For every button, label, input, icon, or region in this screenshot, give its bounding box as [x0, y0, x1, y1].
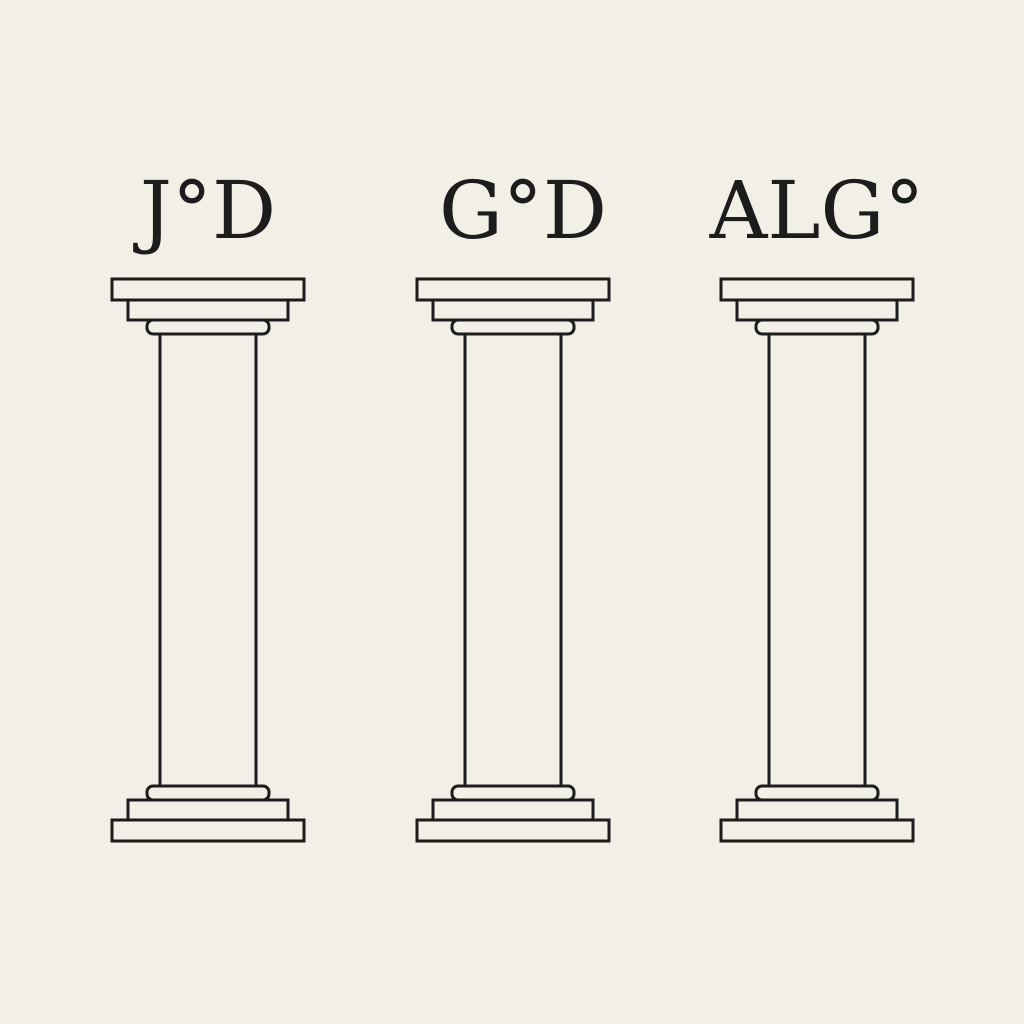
- pillar-3-label: ALG°: [709, 164, 925, 257]
- pillar-1-label: J°D: [133, 164, 276, 257]
- pillar-3: ALG°: [709, 164, 925, 843]
- pillar-2: G°D: [415, 164, 611, 843]
- pillar-1: J°D: [110, 164, 306, 843]
- pillar-3-shape: [719, 277, 915, 843]
- pillar-2-label: G°D: [439, 164, 607, 257]
- pillar-1-shape: [110, 277, 306, 843]
- pillar-2-shape: [415, 277, 611, 843]
